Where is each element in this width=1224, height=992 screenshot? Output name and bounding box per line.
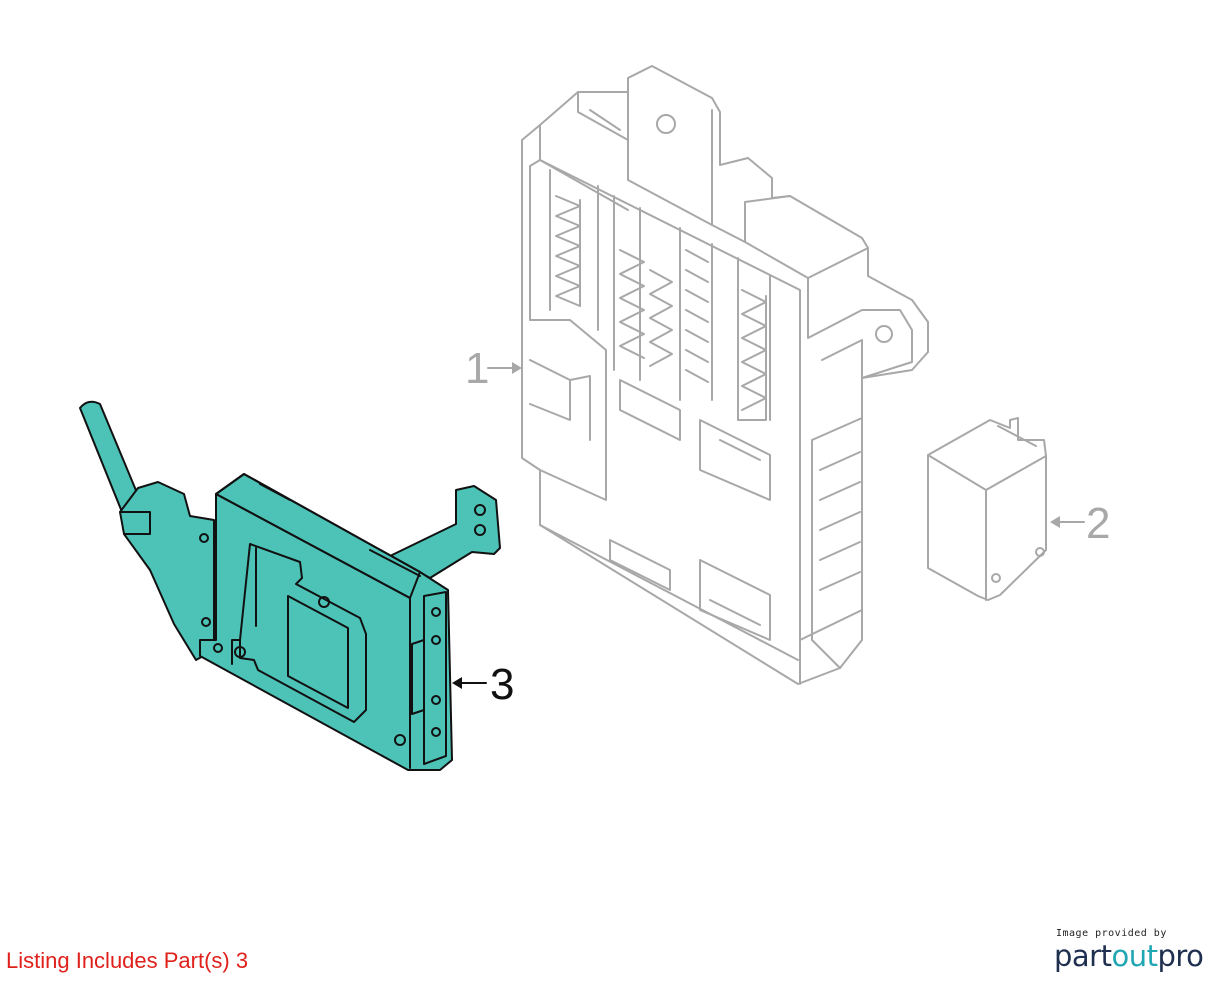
part-3-rear-bracket	[389, 485, 501, 579]
image-credit[interactable]: Image provided by partoutpro	[1054, 928, 1214, 973]
listing-includes-note: Listing Includes Part(s) 3	[6, 948, 249, 973]
fuse-slots-right	[737, 289, 767, 421]
part-3-left-bracket	[119, 481, 215, 661]
part-3-antenna	[79, 400, 141, 513]
callout-2-number: 2	[1086, 499, 1110, 548]
callout-3: 3	[452, 660, 514, 709]
part-2-relay[interactable]	[927, 417, 1047, 601]
part-3-control-module[interactable]	[79, 400, 501, 771]
partoutpro-logo: partoutpro	[1054, 939, 1204, 973]
part-1-outline	[521, 65, 929, 685]
image-provided-by-text: Image provided by	[1056, 928, 1167, 939]
callout-2: 2	[1050, 499, 1110, 548]
part-1-junction-box[interactable]	[521, 65, 929, 685]
fuse-slots-middle	[619, 249, 709, 383]
callout-1: 1	[465, 344, 522, 393]
callout-3-number: 3	[490, 660, 514, 709]
callout-1-number: 1	[465, 344, 489, 393]
fuse-slots-left	[555, 195, 581, 307]
part-3-housing	[199, 473, 453, 771]
